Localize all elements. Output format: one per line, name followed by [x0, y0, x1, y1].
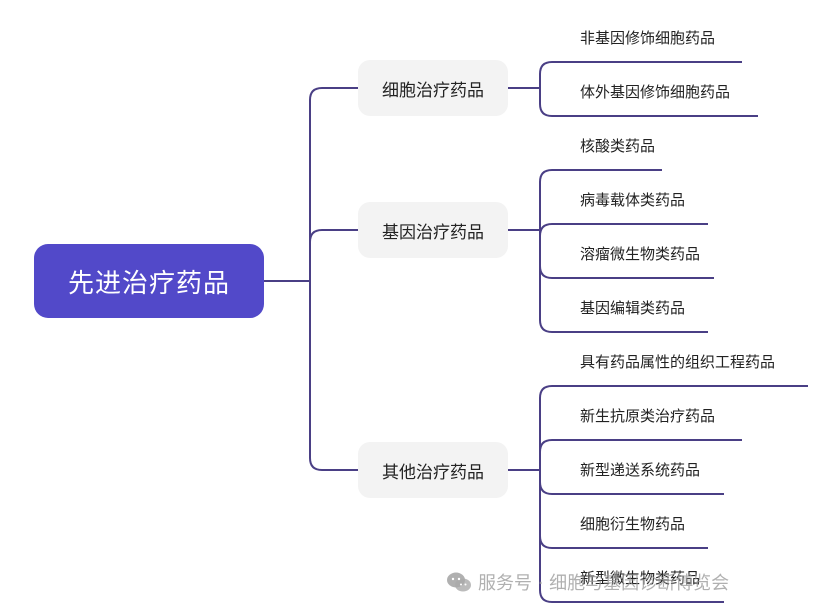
leaf-node: 细胞衍生物药品: [580, 515, 686, 533]
leaf-node: 基因编辑类药品: [580, 299, 686, 317]
branch-node-label: 细胞治疗药品: [382, 80, 484, 101]
root-node: 先进治疗药品: [34, 244, 264, 318]
branch-node-cell-therapy: 细胞治疗药品: [358, 60, 508, 116]
wechat-icon: [447, 572, 471, 592]
connector-branch-2-leaf-4: [539, 230, 708, 333]
leaf-node: 核酸类药品: [580, 137, 656, 155]
connector-branch-1-leaf-1: [539, 61, 742, 88]
leaf-node: 具有药品属性的组织工程药品: [580, 353, 776, 371]
connector-branch-3-leaf-2: [539, 439, 742, 470]
connector-branch-2-leaf-1: [539, 169, 662, 230]
connector-root-branch-3: [309, 281, 358, 471]
leaf-node: 溶瘤微生物类药品: [580, 245, 701, 263]
connector-branch-3-leaf-5: [539, 470, 724, 603]
branch-node-gene-therapy: 基因治疗药品: [358, 202, 508, 258]
branch-node-other-therapy: 其他治疗药品: [358, 442, 508, 498]
leaf-node: 病毒载体类药品: [580, 191, 686, 209]
leaf-node: 非基因修饰细胞药品: [580, 29, 716, 47]
connector-root-branch-1: [309, 87, 358, 281]
leaf-node: 新型递送系统药品: [580, 461, 701, 479]
watermark: 服务号 · 细胞与基因诊断博览会: [446, 568, 729, 596]
branch-node-label: 其他治疗药品: [382, 462, 484, 483]
leaf-node: 体外基因修饰细胞药品: [580, 83, 731, 101]
leaf-node: 新生抗原类治疗药品: [580, 407, 716, 425]
connector-branch-2-leaf-2: [539, 223, 708, 237]
connector-branch-3-leaf-4: [539, 470, 708, 549]
connector-branch-3-leaf-1: [539, 385, 808, 470]
connector-root-branch-2: [309, 229, 358, 281]
branch-node-label: 基因治疗药品: [382, 222, 484, 243]
root-node-label: 先进治疗药品: [67, 268, 230, 299]
watermark-text: 服务号 · 细胞与基因诊断博览会: [478, 573, 730, 594]
leaf-node: 新型微生物类药品: [580, 569, 701, 587]
connector-branch-1-leaf-2: [539, 88, 758, 117]
